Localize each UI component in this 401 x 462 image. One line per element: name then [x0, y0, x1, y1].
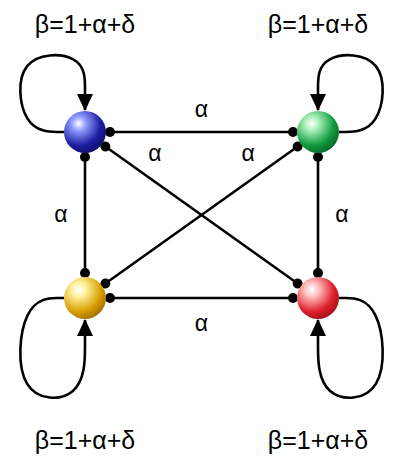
- sphere-node: β=1+α+δ: [64, 111, 106, 153]
- edge-label: α: [239, 141, 256, 166]
- inhibition-link: [110, 297, 293, 300]
- inhibition-link: [105, 147, 297, 284]
- edge-label: α: [193, 311, 210, 336]
- node-label: β=1+α+δ: [35, 10, 135, 39]
- inhibition-link: [317, 157, 320, 273]
- edge-label: α: [146, 141, 163, 166]
- sphere-node: β=1+α+δ: [297, 277, 339, 319]
- node-label: β=1+α+δ: [268, 10, 368, 39]
- inhibition-link: [110, 131, 293, 134]
- inhibition-link: [105, 147, 297, 284]
- edge-label: α: [333, 202, 350, 227]
- edge-label: α: [193, 97, 210, 122]
- node-label: β=1+α+δ: [35, 426, 135, 455]
- sphere-node: β=1+α+δ: [64, 277, 106, 319]
- edge-label: α: [52, 202, 69, 227]
- inhibition-link: [84, 157, 87, 273]
- sphere-node: β=1+α+δ: [297, 111, 339, 153]
- node-label: β=1+α+δ: [268, 426, 368, 455]
